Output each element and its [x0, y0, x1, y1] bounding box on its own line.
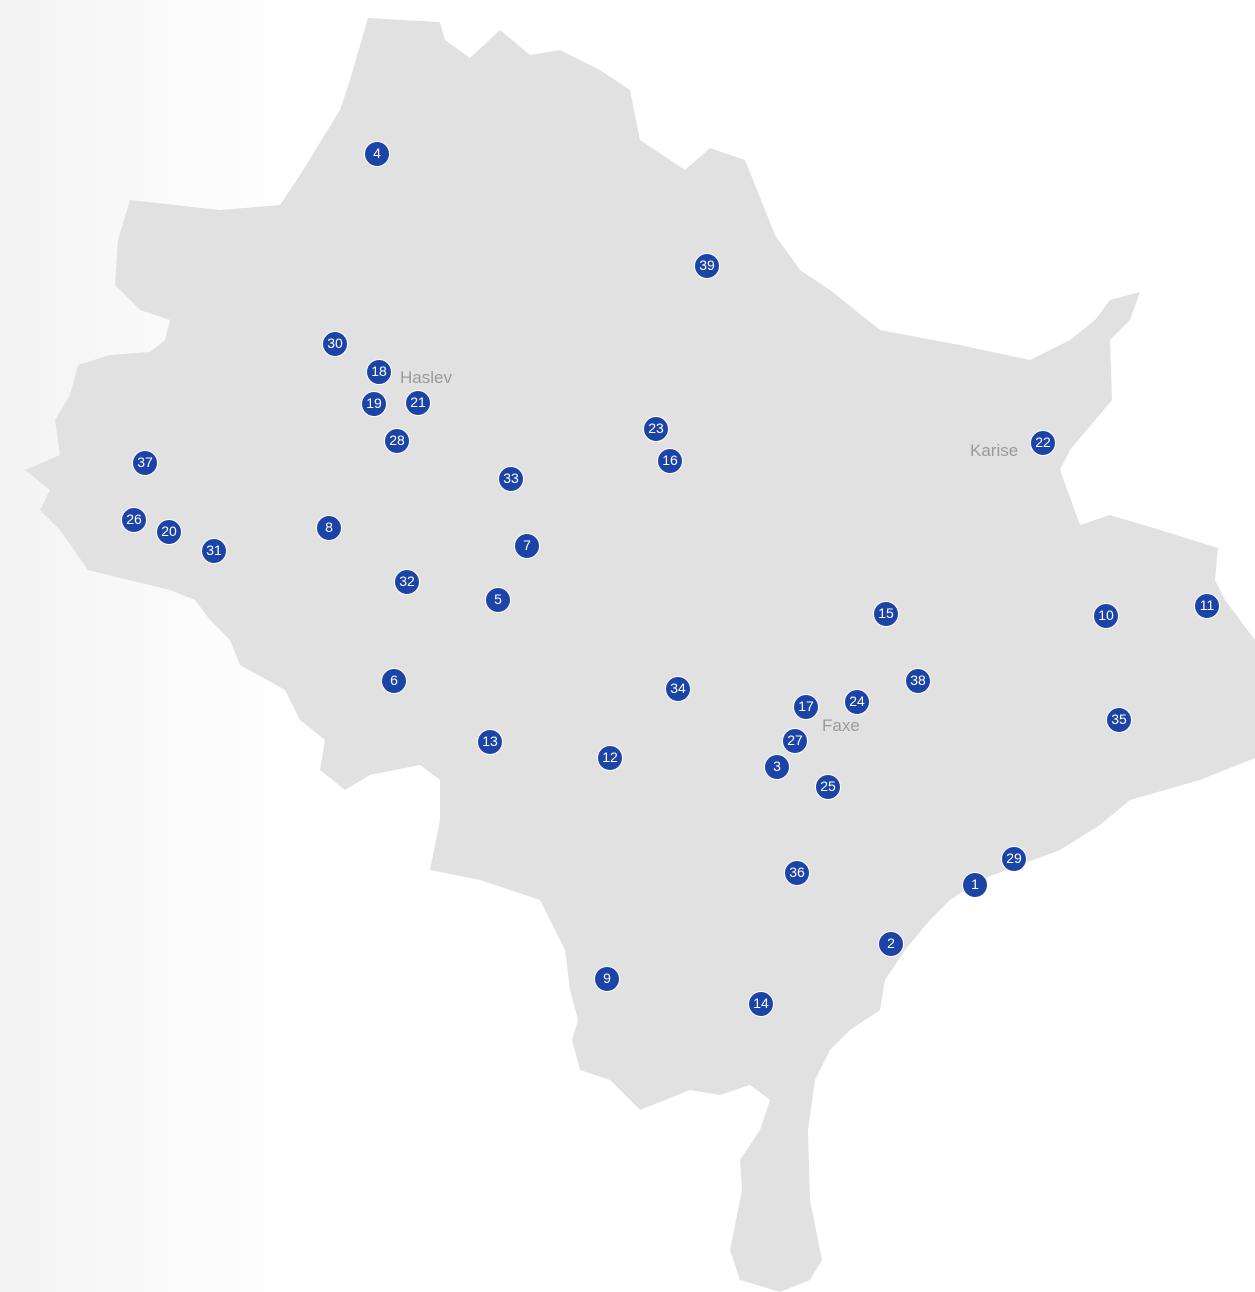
map-marker-39[interactable]: 39	[694, 253, 720, 279]
map-marker-29[interactable]: 29	[1001, 846, 1027, 872]
map-marker-37[interactable]: 37	[132, 450, 158, 476]
map-marker-7[interactable]: 7	[514, 533, 540, 559]
map-marker-26[interactable]: 26	[121, 507, 147, 533]
map-marker-36[interactable]: 36	[784, 860, 810, 886]
map-marker-6[interactable]: 6	[381, 668, 407, 694]
map-marker-8[interactable]: 8	[316, 515, 342, 541]
map-marker-12[interactable]: 12	[597, 745, 623, 771]
map-marker-35[interactable]: 35	[1106, 707, 1132, 733]
map-marker-32[interactable]: 32	[394, 569, 420, 595]
map-marker-19[interactable]: 19	[361, 391, 387, 417]
map-marker-1[interactable]: 1	[962, 872, 988, 898]
map-marker-28[interactable]: 28	[384, 428, 410, 454]
map-marker-16[interactable]: 16	[657, 448, 683, 474]
map-marker-17[interactable]: 17	[793, 694, 819, 720]
map-marker-21[interactable]: 21	[405, 390, 431, 416]
map-marker-18[interactable]: 18	[366, 359, 392, 385]
map-marker-4[interactable]: 4	[364, 141, 390, 167]
town-label-karise: Karise	[970, 441, 1019, 460]
map-marker-34[interactable]: 34	[665, 676, 691, 702]
map-marker-24[interactable]: 24	[844, 689, 870, 715]
town-label-faxe: Faxe	[822, 716, 860, 735]
town-label-haslev: Haslev	[400, 368, 452, 387]
map-marker-23[interactable]: 23	[643, 416, 669, 442]
map-marker-13[interactable]: 13	[477, 729, 503, 755]
map-marker-15[interactable]: 15	[873, 601, 899, 627]
map-marker-27[interactable]: 27	[782, 728, 808, 754]
map-marker-30[interactable]: 30	[322, 331, 348, 357]
map-marker-22[interactable]: 22	[1030, 430, 1056, 456]
map-marker-5[interactable]: 5	[485, 587, 511, 613]
map-marker-3[interactable]: 3	[764, 754, 790, 780]
map-marker-11[interactable]: 11	[1194, 593, 1220, 619]
map-marker-14[interactable]: 14	[748, 991, 774, 1017]
map-marker-10[interactable]: 10	[1093, 603, 1119, 629]
map-marker-2[interactable]: 2	[878, 931, 904, 957]
map-marker-31[interactable]: 31	[201, 538, 227, 564]
map-marker-25[interactable]: 25	[815, 774, 841, 800]
map-marker-33[interactable]: 33	[498, 466, 524, 492]
map-marker-20[interactable]: 20	[156, 519, 182, 545]
map-marker-9[interactable]: 9	[594, 966, 620, 992]
map-marker-38[interactable]: 38	[905, 668, 931, 694]
